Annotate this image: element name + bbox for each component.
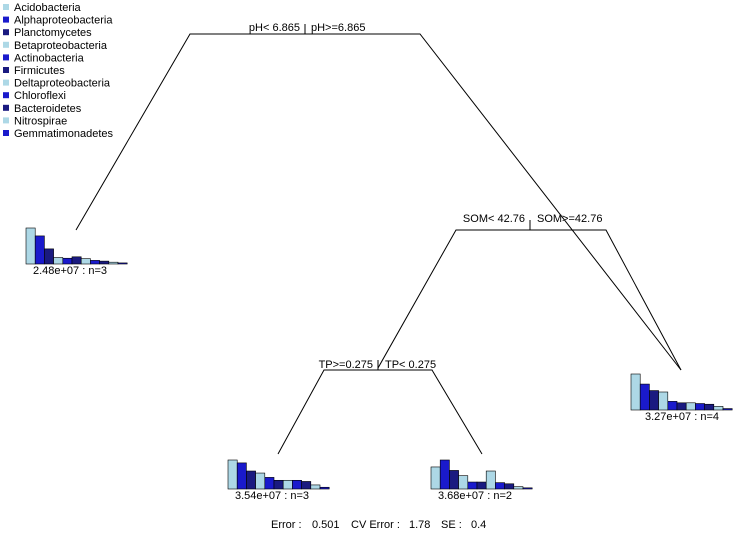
split-label-som-right: SOM>=42.76: [537, 213, 602, 225]
leaf-label-2: 3.54e+07 : n=3: [235, 490, 309, 502]
legend-label: Firmicutes: [14, 65, 65, 77]
legend-swatch: [3, 16, 9, 23]
legend-label: Acidobacteria: [14, 2, 82, 14]
leaf-bar: [476, 481, 487, 490]
leaf-bar: [630, 373, 641, 411]
legend-swatch: [3, 130, 9, 136]
leaf-bar: [273, 479, 284, 490]
leaf-bar: [236, 462, 247, 490]
leaf-bar: [310, 484, 321, 490]
leaf-bar: [495, 482, 505, 490]
leaf-label-3: 3.68e+07 : n=2: [438, 490, 512, 502]
legend-swatch: [3, 29, 9, 36]
legend-label: Gemmatimonadetes: [14, 128, 114, 140]
split-label-tp-left: TP>=0.275: [319, 359, 373, 371]
leaf-bar: [117, 262, 128, 265]
legend-swatch: [3, 4, 9, 10]
leaf-bar: [227, 459, 238, 490]
leaf-bar: [292, 479, 302, 490]
leaf-bar: [639, 383, 650, 411]
leaf-bar: [667, 401, 678, 411]
leaf-bar: [713, 406, 724, 411]
legend-label: Nitrospirae: [14, 115, 67, 127]
leaf-barplot-3: [430, 459, 533, 490]
leaf-bar: [439, 459, 450, 490]
leaf-bar: [264, 477, 275, 490]
cv-error-label: CV Error :: [351, 519, 400, 531]
leaf-label-1: 2.48e+07 : n=3: [33, 265, 107, 277]
leaf-barplot-4: [630, 373, 733, 411]
se-value: 0.4: [471, 519, 486, 531]
som-edges: [377, 229, 682, 371]
legend-label: Bacteroidetes: [14, 103, 82, 115]
leaf-bar: [522, 487, 533, 490]
leaf-bar: [649, 390, 659, 411]
leaf-bar: [685, 402, 696, 411]
error-value: 0.501: [312, 519, 340, 531]
error-label: Error :: [271, 519, 302, 531]
legend-swatch: [3, 104, 9, 111]
leaf-bar: [255, 472, 266, 490]
legend-label: Betaproteobacteria: [14, 40, 108, 52]
legend-label: Chloroflexi: [14, 90, 66, 102]
leaf-bar: [676, 402, 687, 411]
leaf-bar: [282, 479, 293, 490]
legend-swatch: [3, 54, 9, 61]
legend-swatch: [3, 79, 9, 86]
legend-label: Deltaproteobacteria: [14, 78, 111, 90]
leaf-bar: [34, 235, 45, 265]
leaf-bar: [513, 486, 524, 490]
legend-swatch: [3, 117, 9, 124]
leaf-bar: [458, 475, 469, 490]
leaf-bar: [246, 470, 256, 490]
tp-edges: [277, 369, 483, 455]
leaf-bar: [722, 408, 733, 411]
leaf-bar: [504, 483, 515, 490]
leaf-bar: [467, 481, 478, 490]
se-label: SE :: [441, 519, 462, 531]
error-summary: Error : 0.501 CV Error : 1.78 SE : 0.4: [271, 519, 486, 531]
leaf-bar: [695, 403, 705, 411]
leaf-bar: [80, 258, 91, 265]
leaf-bar: [704, 403, 715, 411]
leaf-bar: [25, 227, 36, 265]
split-label-ph-right: pH>=6.865: [311, 22, 365, 34]
leaf-bar: [99, 260, 110, 265]
legend: AcidobacteriaAlphaproteobacteriaPlanctom…: [3, 2, 114, 140]
leaf-bar: [301, 481, 312, 490]
legend-label: Alphaproteobacteria: [14, 15, 113, 27]
leaf-bar: [430, 466, 441, 490]
leaf-bar: [71, 256, 82, 265]
legend-label: Actinobacteria: [14, 52, 85, 64]
cv-error-value: 1.78: [409, 519, 430, 531]
split-label-ph-left: pH< 6.865: [249, 22, 300, 34]
leaf-barplot-1: [25, 227, 128, 265]
leaf-label-4: 3.27e+07 : n=4: [645, 411, 719, 423]
leaf-bar: [658, 391, 669, 411]
leaf-bar: [319, 486, 330, 490]
leaf-bar: [485, 470, 496, 490]
legend-swatch: [3, 41, 9, 48]
leaf-bar: [44, 248, 54, 265]
leaf-bar: [449, 470, 459, 490]
tree-edges: [75, 24, 682, 455]
leaf-barplot-2: [227, 459, 330, 490]
leaf-bar: [62, 257, 73, 265]
leaf-bar: [108, 261, 119, 265]
legend-swatch: [3, 67, 9, 73]
root-edges: [75, 33, 682, 371]
split-label-som-left: SOM< 42.76: [463, 213, 525, 225]
split-label-tp-right: TP< 0.275: [385, 359, 436, 371]
legend-swatch: [3, 92, 9, 99]
legend-label: Planctomycetes: [14, 27, 92, 39]
leaf-bar: [53, 257, 64, 265]
leaf-bar: [90, 260, 100, 265]
